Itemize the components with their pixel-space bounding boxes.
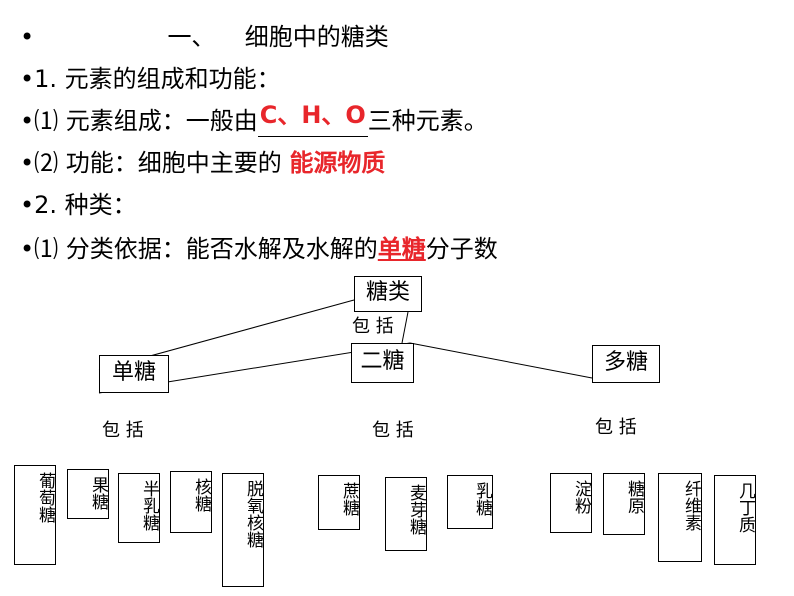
root-box-sugars: 糖类 <box>354 276 422 312</box>
di-item-maltose: 麦芽糖 <box>385 477 427 551</box>
heading-number: 一、 <box>167 23 216 51</box>
poly-box: 多糖 <box>592 345 660 383</box>
line-elements-suffix: 三种元素。 <box>367 107 488 135</box>
mono-item-glucose: 葡萄糖 <box>14 465 56 565</box>
heading-text: 细胞中的糖类 <box>244 23 389 51</box>
poly-item-chitin: 几丁质 <box>714 475 756 565</box>
mono-item-deoxyribose: 脱氧核糖 <box>222 473 264 587</box>
line-element-composition: •1. 元素的组成和功能： <box>20 65 281 93</box>
line-types: •2. 种类： <box>20 191 137 219</box>
mono-item-fructose: 果糖 <box>67 469 109 519</box>
answer-blank: C、H、O <box>257 101 368 137</box>
heading-bullet: • <box>20 23 35 51</box>
poly-item-starch: 淀粉 <box>550 473 592 533</box>
di-includes-label: 包 括 <box>372 420 414 441</box>
poly-item-cellulose: 纤维素 <box>658 473 702 562</box>
line-elements-prefix: •⑴ 元素组成：一般由 <box>20 107 258 135</box>
root-includes-label: 包 括 <box>352 316 394 337</box>
answer-monosaccharide: 单糖 <box>377 235 426 263</box>
poly-includes-label: 包 括 <box>595 417 637 438</box>
heading: • 一、 细胞中的糖类 <box>20 22 389 52</box>
line-elements: •⑴ 元素组成：一般由C、H、O三种元素。 <box>20 101 488 137</box>
line-function-prefix: •⑵ 功能：细胞中主要的 <box>20 149 282 177</box>
line-function: •⑵ 功能：细胞中主要的 能源物质 <box>20 148 385 178</box>
answer-elements: C、H、O <box>259 101 366 129</box>
di-item-lactose: 乳糖 <box>447 475 493 529</box>
line-classification: •⑴ 分类依据：能否水解及水解的单糖分子数 <box>20 234 498 264</box>
connector-root-di <box>401 311 409 344</box>
line-classification-prefix: •⑴ 分类依据：能否水解及水解的 <box>20 235 378 263</box>
line-classification-suffix: 分子数 <box>425 235 498 263</box>
mono-item-galactose: 半乳糖 <box>118 473 160 543</box>
di-box: 二糖 <box>351 343 414 383</box>
mono-includes-label: 包 括 <box>102 420 144 441</box>
connector-di-poly <box>409 342 593 379</box>
answer-function: 能源物质 <box>289 149 386 177</box>
poly-item-glycogen: 糖原 <box>603 473 645 535</box>
mono-box: 单糖 <box>99 355 169 393</box>
di-item-sucrose: 蔗糖 <box>318 475 360 530</box>
mono-item-ribose: 核糖 <box>170 471 212 533</box>
